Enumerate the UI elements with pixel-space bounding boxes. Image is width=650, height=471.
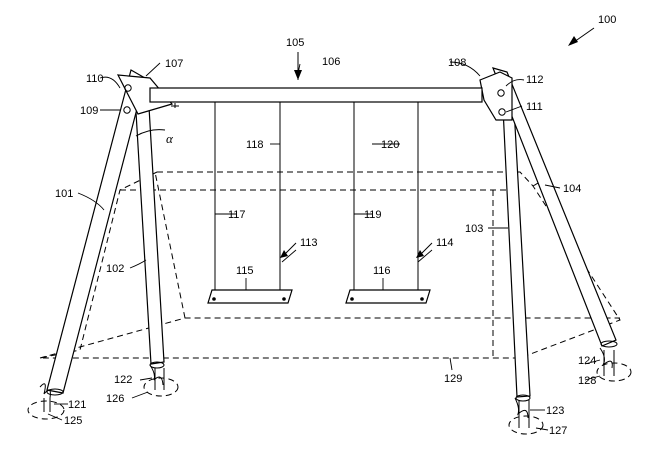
label-123: 123 (546, 405, 564, 417)
label-112: 112 (526, 74, 544, 86)
top-beam-106 (149, 87, 483, 103)
swing-113 (207, 102, 293, 304)
label-117: 117 (228, 209, 246, 221)
arrow-114 (416, 242, 433, 258)
rear-leg-102 (135, 106, 165, 369)
label-120: 120 (381, 139, 399, 151)
front-leg-104 (491, 67, 618, 348)
label-110: 110 (86, 73, 104, 85)
swing-114 (345, 102, 431, 304)
label-121: 121 (68, 399, 86, 411)
anchor-123-127 (508, 397, 544, 435)
bracket-107 (116, 74, 174, 115)
label-129: 129 (444, 373, 462, 385)
label-114: 114 (436, 237, 454, 249)
leader-lines (47, 61, 601, 431)
dashed-enclosure-129 (39, 171, 621, 359)
front-leg-101 (46, 69, 146, 396)
label-125: 125 (64, 415, 82, 427)
label-111: 111 (526, 101, 543, 113)
label-alpha: α (166, 131, 174, 146)
arrow-105 (294, 52, 302, 80)
figure-arrow (568, 27, 595, 46)
label-113: 113 (300, 237, 318, 249)
anchor-124-128 (596, 347, 632, 382)
label-122: 122 (114, 374, 132, 386)
label-102: 102 (106, 263, 124, 275)
label-103: 103 (465, 223, 483, 235)
label-127: 127 (549, 425, 567, 437)
anchor-122-126 (143, 364, 179, 397)
label-116: 116 (373, 265, 391, 277)
label-107: 107 (165, 58, 183, 70)
figure-number: 100 (598, 14, 616, 26)
arrow-113 (280, 242, 297, 258)
label-108: 108 (448, 57, 466, 69)
label-105: 105 (286, 37, 304, 49)
label-119: 119 (364, 209, 382, 221)
label-101: 101 (55, 188, 73, 200)
angle-marker (135, 103, 179, 137)
label-118: 118 (246, 139, 264, 151)
label-126: 126 (106, 393, 124, 405)
label-124: 124 (578, 355, 596, 367)
label-128: 128 (578, 375, 596, 387)
bracket-108 (479, 71, 513, 121)
label-115: 115 (236, 265, 254, 277)
label-109: 109 (80, 105, 98, 117)
label-104: 104 (563, 183, 581, 195)
anchor-121-125 (27, 383, 65, 420)
label-106: 106 (322, 56, 340, 68)
